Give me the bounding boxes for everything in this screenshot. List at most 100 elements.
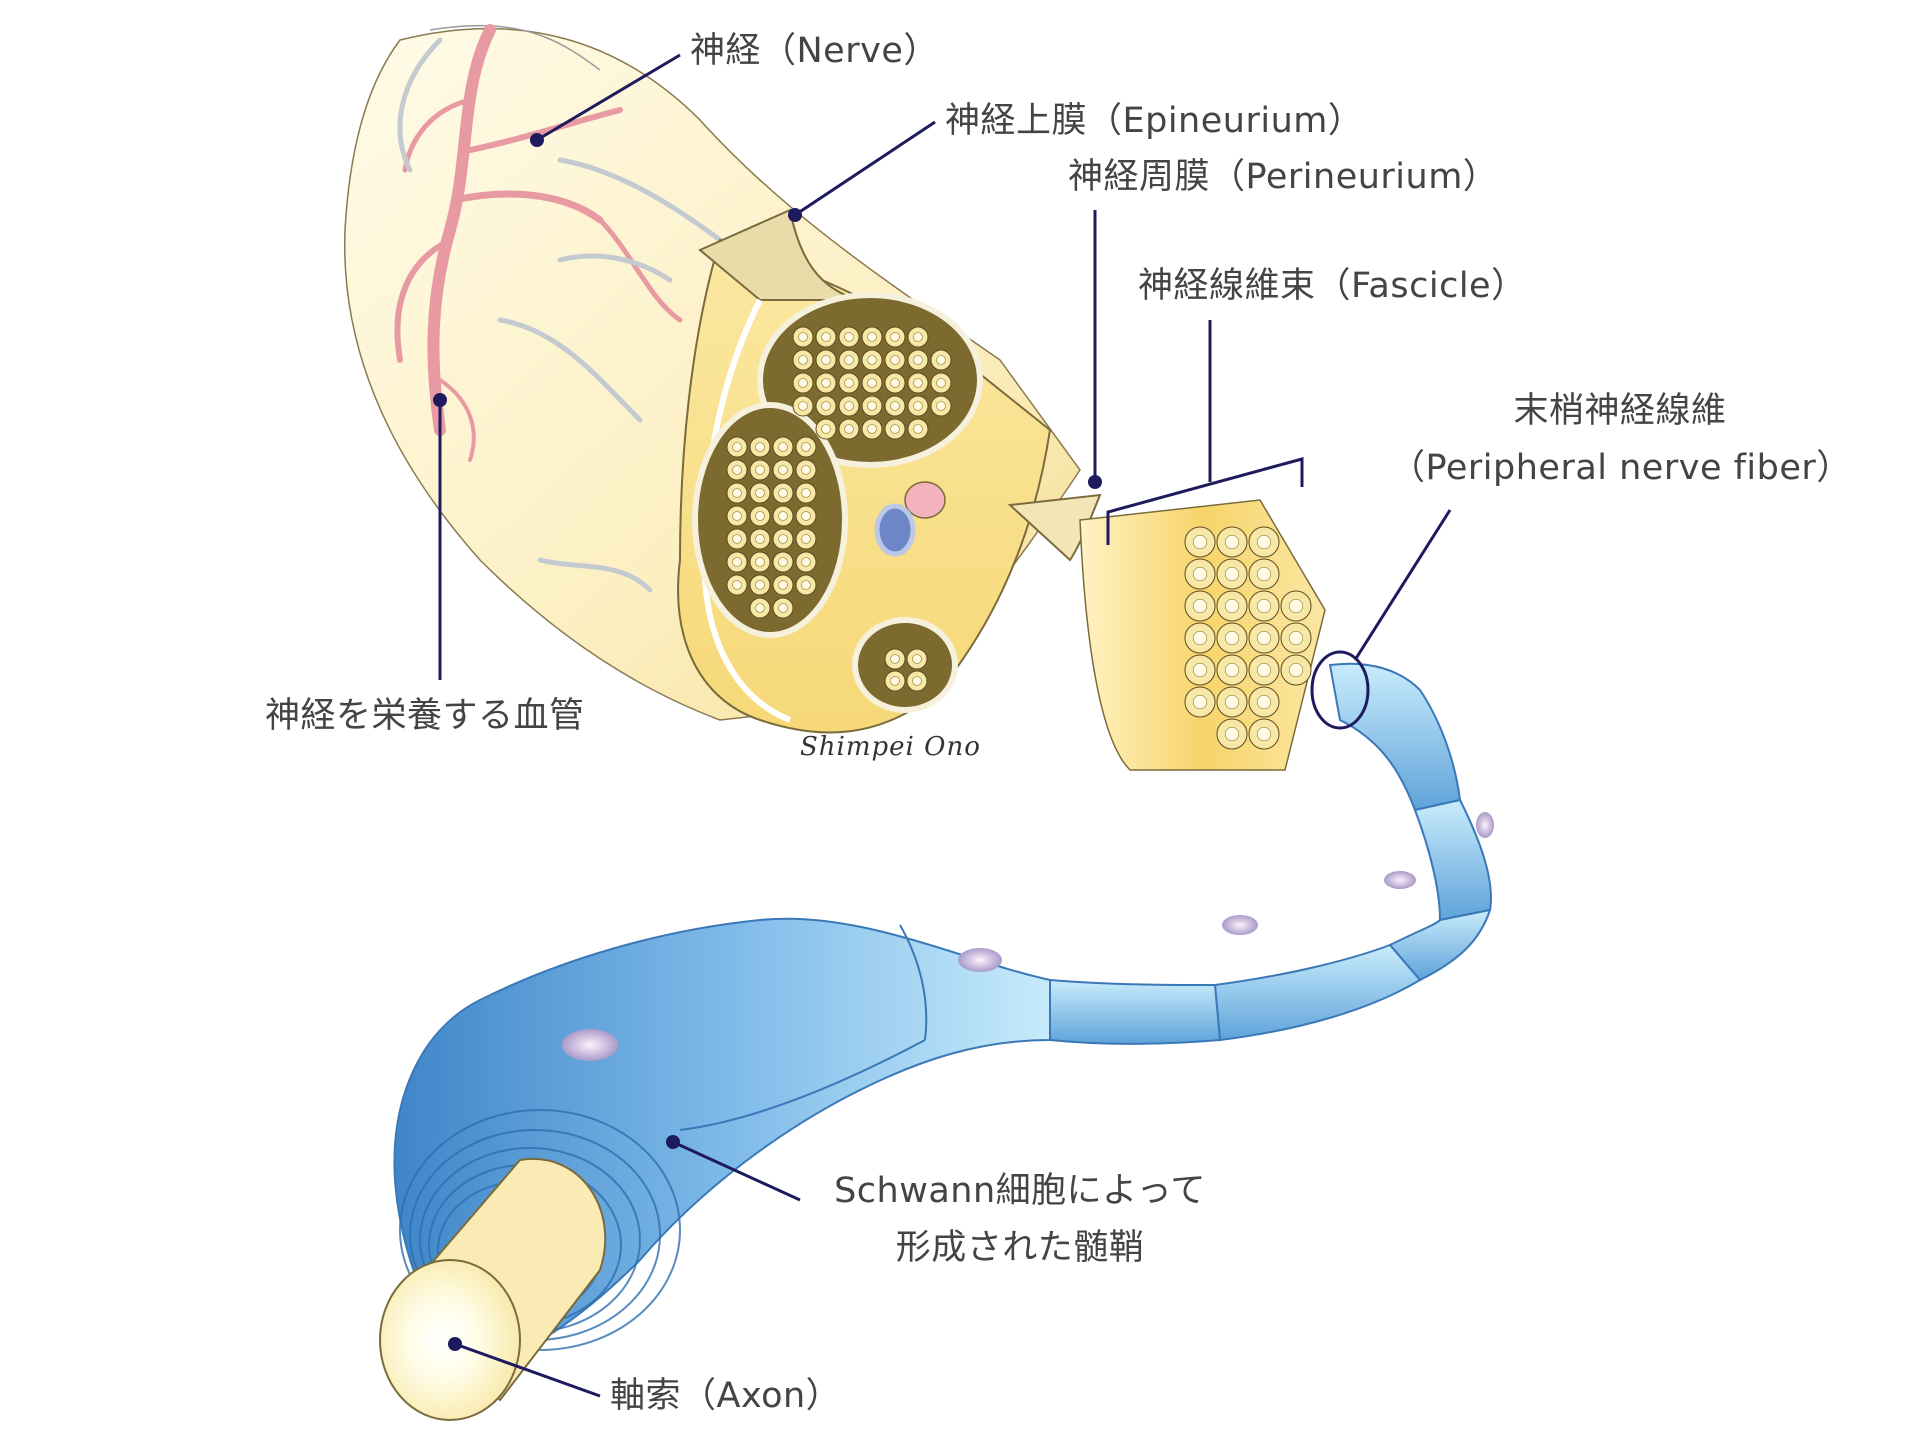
nerve-fibers-in-fascicle <box>726 326 952 692</box>
axon-dot <box>755 511 765 521</box>
schwann-cell-boundary <box>899 924 928 1041</box>
axon-dot <box>1288 662 1304 678</box>
axon-dot <box>1192 566 1208 582</box>
axon-dot <box>1224 694 1240 710</box>
axon-dot <box>801 557 811 567</box>
axon-dot <box>913 378 923 388</box>
axon-dot <box>1192 630 1208 646</box>
blood-vessels <box>394 24 683 462</box>
axon-dot <box>778 580 788 590</box>
axon-dot <box>912 654 922 664</box>
axon-dot <box>755 442 765 452</box>
axon-dot <box>1288 598 1304 614</box>
axon-dot <box>821 332 831 342</box>
axon-dot <box>732 511 742 521</box>
peripheral-nerve-fiber <box>1049 662 1492 1045</box>
axon-dot <box>778 465 788 475</box>
axon-dot <box>732 488 742 498</box>
axon-dot <box>821 424 831 434</box>
axon-dot <box>755 603 765 613</box>
label-perineurium: 神経周膜（Perineurium） <box>1068 157 1499 197</box>
axon-dot <box>801 534 811 544</box>
axon-dot <box>798 378 808 388</box>
axon-dot <box>890 332 900 342</box>
leader-nerve <box>536 53 681 142</box>
axon-dot <box>844 355 854 365</box>
axon-dot <box>755 580 765 590</box>
axon-dot <box>801 442 811 452</box>
leader-epineurium <box>794 120 936 217</box>
label-peripheral-fiber-line2: （Peripheral nerve fiber） <box>1390 447 1852 488</box>
axon-dot <box>936 401 946 411</box>
nerve-fiber-ends <box>1184 526 1312 750</box>
label-fascicle: 神経線維束（Fascicle） <box>1138 266 1527 306</box>
axon-dot <box>913 424 923 434</box>
axon-dot <box>801 465 811 475</box>
axon-dot <box>1288 630 1304 646</box>
label-myelin-sheath: Schwann細胞によって 形成された髄鞘 <box>815 1170 1225 1269</box>
axon-dot <box>778 557 788 567</box>
axon-dot <box>913 401 923 411</box>
axon-dot <box>936 355 946 365</box>
axon-dot <box>1256 598 1272 614</box>
fascicle-bracket <box>1106 457 1304 545</box>
axon-dot <box>1256 630 1272 646</box>
label-myelin-line2: 形成された髄鞘 <box>895 1227 1145 1268</box>
axon-dot <box>844 332 854 342</box>
axon-dot <box>1224 566 1240 582</box>
axon-dot <box>867 355 877 365</box>
axon-dot <box>1224 662 1240 678</box>
axon-dot <box>890 401 900 411</box>
axon-dot <box>867 332 877 342</box>
axon-dot <box>755 488 765 498</box>
axon-dot <box>1224 630 1240 646</box>
axon-dot <box>732 580 742 590</box>
label-epineurium: 神経上膜（Epineurium） <box>945 101 1364 141</box>
axon-dot <box>732 534 742 544</box>
axon-dot <box>778 603 788 613</box>
axon-dot <box>798 401 808 411</box>
leader-dots <box>433 133 1102 1351</box>
axon-dot <box>801 511 811 521</box>
axon-dot <box>1224 534 1240 550</box>
axon-dot <box>890 654 900 664</box>
fascicle-cross-section-3 <box>852 617 958 713</box>
axon-dot <box>755 557 765 567</box>
axon-dot <box>755 534 765 544</box>
axon-dot <box>778 488 788 498</box>
axon-dot <box>1256 566 1272 582</box>
axon-dot <box>778 442 788 452</box>
axon-dot <box>867 378 877 388</box>
axon-dot <box>1256 694 1272 710</box>
axon-dot <box>732 442 742 452</box>
peripheral-fiber-highlight <box>1310 650 1370 730</box>
axon-dot <box>867 401 877 411</box>
axon-dot <box>1192 694 1208 710</box>
axon-dot <box>890 355 900 365</box>
axon-dot <box>821 401 831 411</box>
axon-dot <box>936 378 946 388</box>
axon-dot <box>821 378 831 388</box>
axon-dot <box>801 580 811 590</box>
axon-dot <box>798 355 808 365</box>
axon-dot <box>844 401 854 411</box>
vein-cross-section <box>874 503 916 557</box>
axon-dot <box>732 465 742 475</box>
schwann-cell-nuclei <box>562 812 1494 1061</box>
label-peripheral-nerve-fiber: 末梢神経線維 （Peripheral nerve fiber） <box>1390 390 1852 489</box>
leader-lines <box>438 53 1452 1398</box>
leader-myelin <box>672 1140 801 1202</box>
label-axon: 軸索（Axon） <box>610 1376 842 1416</box>
axon-dot <box>1192 598 1208 614</box>
axon-dot <box>1192 534 1208 550</box>
label-blood-vessel: 神経を栄養する血管 <box>265 696 585 736</box>
axon-dot <box>821 355 831 365</box>
axon-dot <box>1224 726 1240 742</box>
axon-dot <box>890 378 900 388</box>
axon-dot <box>778 511 788 521</box>
label-myelin-line1: Schwann細胞によって <box>834 1171 1206 1211</box>
axon-dot <box>913 355 923 365</box>
axon-dot <box>890 676 900 686</box>
axon-dot <box>844 424 854 434</box>
